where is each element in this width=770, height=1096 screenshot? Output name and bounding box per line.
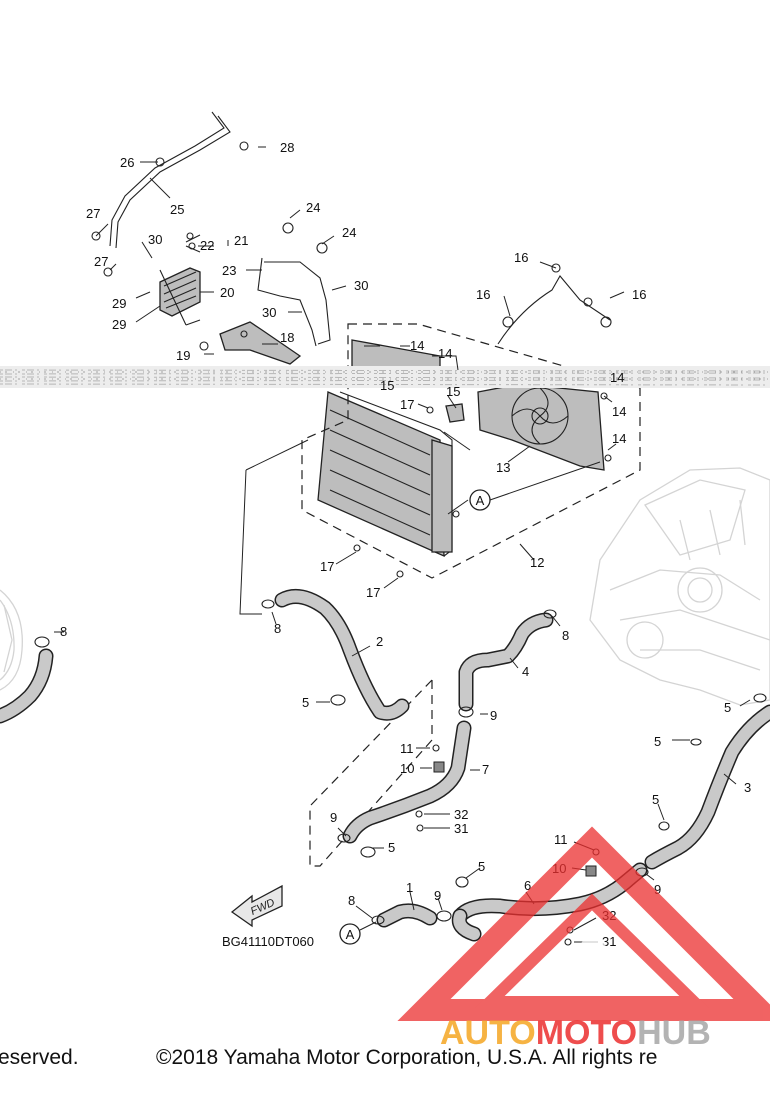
callout-numbers: 28 26 25 27 24 24 30 22 21 27 23 20 30 2… <box>60 140 751 949</box>
connector-a-label-upper: A <box>476 493 485 508</box>
callout-32: 32 <box>454 807 468 822</box>
callout-1: 1 <box>406 880 413 895</box>
leader-lines <box>54 146 751 943</box>
callout-14: 14 <box>410 338 424 353</box>
callout-12: 12 <box>530 555 544 570</box>
callout-2: 2 <box>376 634 383 649</box>
watermark-text: AUTOMOTOHUB <box>440 1014 711 1052</box>
footer-copyright: ©2018 Yamaha Motor Corporation, U.S.A. A… <box>156 1046 658 1069</box>
callout-5e: 5 <box>388 840 395 855</box>
hose-4 <box>458 612 554 712</box>
callout-16: 16 <box>514 250 528 265</box>
callout-5b: 5 <box>724 700 731 715</box>
callout-9b: 9 <box>330 810 337 825</box>
callout-31: 31 <box>454 821 468 836</box>
callout-31b: 31 <box>602 934 616 949</box>
radiator-group-boundary <box>301 323 641 579</box>
engine-outline <box>589 467 770 706</box>
callout-24: 24 <box>306 200 320 215</box>
callout-8: 8 <box>274 621 281 636</box>
hose-2 <box>274 588 410 721</box>
connector-a-lower: A <box>339 923 361 945</box>
scan-noise-band <box>0 366 770 388</box>
hose-7 <box>342 720 472 844</box>
callout-14b: 14 <box>438 346 452 361</box>
callout-28: 28 <box>280 140 294 155</box>
watermark-hub: HUB <box>637 1014 711 1052</box>
watermark-auto: AUTO <box>440 1014 536 1052</box>
callout-30c: 30 <box>262 305 276 320</box>
callout-15: 15 <box>446 384 460 399</box>
callout-29b: 29 <box>112 317 126 332</box>
callout-26: 26 <box>120 155 134 170</box>
callout-23: 23 <box>222 263 236 278</box>
callout-21: 21 <box>234 233 248 248</box>
clamps <box>34 599 767 946</box>
callout-5: 5 <box>302 695 309 710</box>
hose-left <box>0 648 54 724</box>
callout-3: 3 <box>744 780 751 795</box>
hose-group-boundary <box>309 679 433 867</box>
callout-11: 11 <box>400 741 414 756</box>
callout-9: 9 <box>490 708 497 723</box>
callout-17: 17 <box>400 397 414 412</box>
hose-6 <box>451 862 648 942</box>
wheel-outline <box>0 589 23 691</box>
callout-9c: 9 <box>654 882 661 897</box>
callout-14e: 14 <box>612 431 626 446</box>
callout-11b: 11 <box>554 832 568 847</box>
callout-14d: 14 <box>612 404 626 419</box>
fan-shroud <box>351 263 612 471</box>
callout-24b: 24 <box>342 225 356 240</box>
callout-6: 6 <box>524 878 531 893</box>
callout-10: 10 <box>400 761 414 776</box>
callout-27: 27 <box>86 206 100 221</box>
callout-17c: 17 <box>366 585 380 600</box>
diagram-code: BG41110DT060 <box>222 934 314 949</box>
callout-5d: 5 <box>652 792 659 807</box>
fwd-arrow: FWD <box>230 884 283 928</box>
watermark-logo <box>397 826 770 1021</box>
callout-16b: 16 <box>476 287 490 302</box>
callout-25: 25 <box>170 202 184 217</box>
callout-16c: 16 <box>632 287 646 302</box>
callout-8d: 8 <box>348 893 355 908</box>
callout-8b: 8 <box>60 624 67 639</box>
radiator <box>317 391 465 578</box>
connector-a-upper: A <box>469 489 491 511</box>
callout-13: 13 <box>496 460 510 475</box>
oil-cooler-group <box>91 111 331 365</box>
hose-1 <box>376 903 438 928</box>
callout-9d: 9 <box>434 888 441 903</box>
callout-29: 29 <box>112 296 126 311</box>
connector-a-label-lower: A <box>346 927 355 942</box>
callout-4: 4 <box>522 664 529 679</box>
callout-30: 30 <box>148 232 162 247</box>
callout-27b: 27 <box>94 254 108 269</box>
watermark-moto: MOTO <box>536 1014 637 1052</box>
callout-15-top: 15 <box>380 378 394 393</box>
callout-19: 19 <box>176 348 190 363</box>
callout-22: 22 <box>200 238 214 253</box>
callout-8c: 8 <box>562 628 569 643</box>
callout-20: 20 <box>220 285 234 300</box>
callout-5f: 5 <box>478 859 485 874</box>
callout-17b: 17 <box>320 559 334 574</box>
hose-3 <box>644 704 770 870</box>
callout-14c: 14 <box>610 370 624 385</box>
callout-30b: 30 <box>354 278 368 293</box>
callout-5c: 5 <box>654 734 661 749</box>
callout-18: 18 <box>280 330 294 345</box>
footer-left-text: eserved. <box>0 1046 79 1069</box>
callout-7: 7 <box>482 762 489 777</box>
